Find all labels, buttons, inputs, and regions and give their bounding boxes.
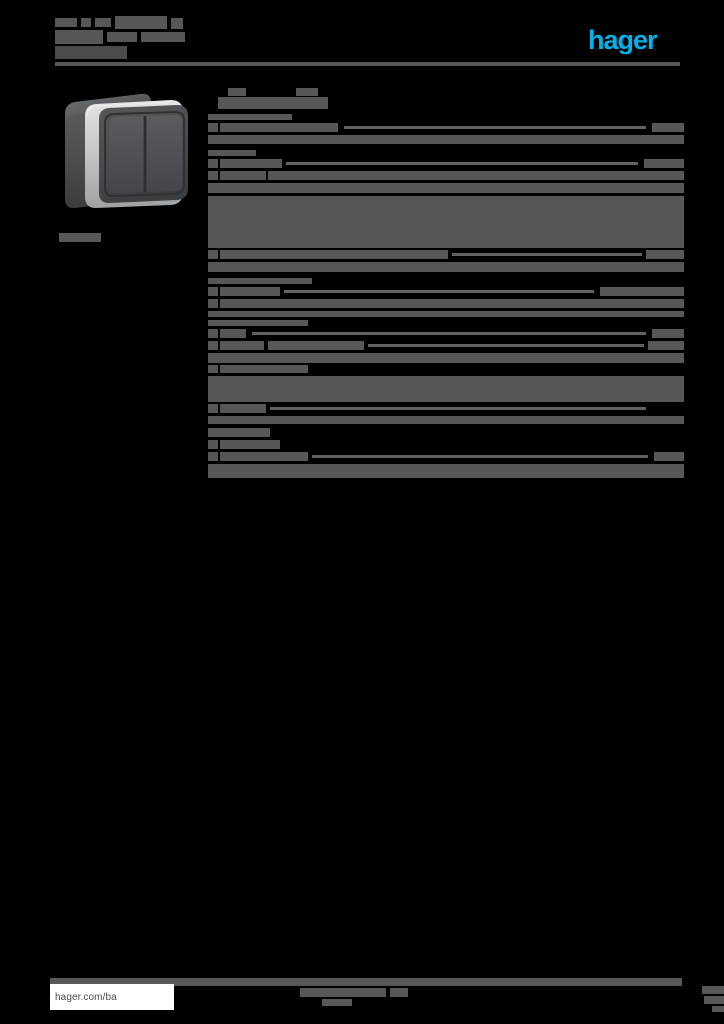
spec-group <box>208 114 684 150</box>
leader-dots <box>344 126 646 129</box>
product-figure <box>55 88 200 223</box>
product-photo-switch <box>65 93 188 209</box>
leader-dots <box>452 253 642 256</box>
spec-group <box>208 196 684 278</box>
leader-dots <box>270 407 646 410</box>
footer-url[interactable]: hager.com/ba <box>50 984 174 1010</box>
spec-group <box>208 376 684 428</box>
product-caption <box>59 233 101 242</box>
specifications-table <box>208 88 684 484</box>
leader-dots <box>286 162 638 165</box>
leader-dots <box>284 290 594 293</box>
leader-dots <box>368 344 644 347</box>
spec-group <box>208 428 684 484</box>
header-divider <box>55 62 680 66</box>
hager-logo[interactable]: hager <box>588 28 680 54</box>
leader-dots <box>252 332 646 335</box>
page-header: hager <box>0 0 724 80</box>
page-footer: hager.com/ba <box>0 970 724 1024</box>
spec-group <box>208 278 684 320</box>
product-image-column <box>55 88 200 242</box>
hager-logo-text: hager <box>588 28 658 54</box>
page-title <box>55 16 245 59</box>
spec-group <box>208 150 684 196</box>
leader-dots <box>312 455 648 458</box>
section-heading <box>208 88 682 114</box>
footer-url-text: hager.com/ba <box>55 991 117 1003</box>
spec-group <box>208 320 684 376</box>
footer-divider <box>50 978 682 986</box>
